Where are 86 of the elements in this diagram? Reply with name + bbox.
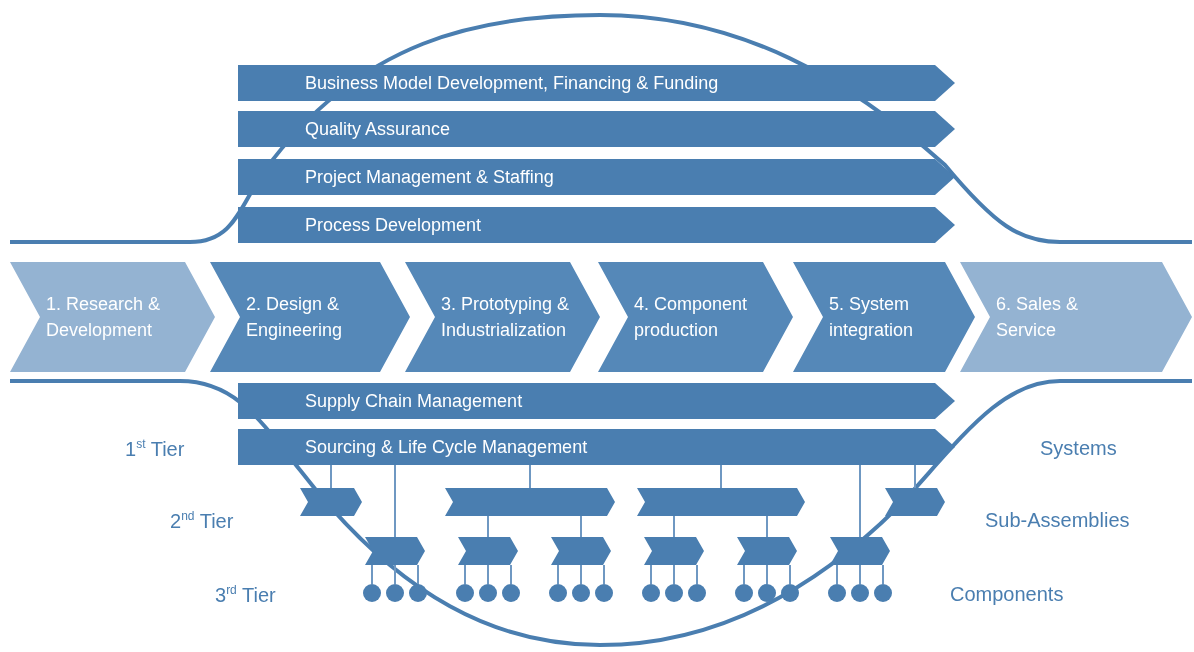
connector-line: [743, 564, 745, 585]
connector-line: [720, 464, 722, 489]
band-label: Project Management & Staffing: [305, 166, 554, 189]
component-circle: [363, 584, 381, 602]
part-block: [551, 537, 611, 565]
component-circle: [851, 584, 869, 602]
part-block: [458, 537, 518, 565]
connector-line: [914, 464, 916, 489]
part-block: [885, 488, 945, 516]
component-circle: [688, 584, 706, 602]
activity-band: [238, 429, 955, 465]
tier-label: 3$^{rd}$ Tier: [215, 583, 276, 607]
connector-line: [836, 564, 838, 585]
connector-line: [766, 564, 768, 585]
process-step: [10, 262, 215, 372]
process-step: [960, 262, 1192, 372]
process-step: [210, 262, 410, 372]
activity-band: [238, 383, 955, 419]
level-label: Sub-Assemblies: [985, 509, 1130, 532]
component-circle: [735, 584, 753, 602]
level-label: Systems: [1040, 437, 1117, 460]
connector-line: [394, 564, 396, 585]
connector-line: [696, 564, 698, 585]
connector-line: [394, 464, 396, 538]
stage-label: 6. Sales & Service: [996, 293, 1080, 342]
component-circle: [572, 584, 590, 602]
process-step: [598, 262, 793, 372]
connector-line: [882, 564, 884, 585]
process-step: [405, 262, 600, 372]
connector-line: [417, 564, 419, 585]
part-block: [445, 488, 615, 516]
connector-line: [789, 564, 791, 585]
part-block: [365, 537, 425, 565]
part-block: [737, 537, 797, 565]
component-circle: [874, 584, 892, 602]
connector-line: [580, 515, 582, 538]
part-block: [644, 537, 704, 565]
connector-line: [487, 515, 489, 538]
band-label: Sourcing & Life Cycle Management: [305, 436, 588, 459]
component-circle: [549, 584, 567, 602]
component-circle: [758, 584, 776, 602]
connector-line: [487, 564, 489, 585]
component-circle: [409, 584, 427, 602]
connector-line: [859, 564, 861, 585]
band-label: Process Development: [305, 214, 482, 237]
part-block: [637, 488, 805, 516]
component-circle: [502, 584, 520, 602]
connector-line: [766, 515, 768, 538]
connector-line: [603, 564, 605, 585]
stage-label: 3. Prototyping & Industrialization: [441, 293, 571, 342]
connector-line: [859, 464, 861, 538]
component-circle: [665, 584, 683, 602]
part-block: [300, 488, 362, 516]
band-label: Supply Chain Management: [305, 390, 523, 413]
connector-line: [673, 564, 675, 585]
component-circle: [456, 584, 474, 602]
stage-label: 4. Component production: [634, 293, 749, 342]
connector-line: [673, 515, 675, 538]
component-circle: [828, 584, 846, 602]
activity-band: [238, 207, 955, 243]
stage-label: 5. System integration: [829, 293, 915, 342]
activity-band: [238, 65, 955, 101]
tier-label: 2$^{nd}$ Tier: [170, 509, 234, 533]
band-label: Quality Assurance: [305, 118, 451, 141]
tier-label: 1$^{st}$ Tier: [125, 437, 185, 461]
band-label: Business Model Development, Financing & Funding: [305, 72, 719, 95]
connector-line: [371, 564, 373, 585]
activity-band: [238, 159, 955, 195]
stage-label: 2. Design & Engineering: [246, 293, 344, 342]
connector-line: [650, 564, 652, 585]
level-label: Components: [950, 583, 1064, 606]
component-circle: [642, 584, 660, 602]
component-circle: [595, 584, 613, 602]
component-circle: [781, 584, 799, 602]
part-block: [830, 537, 890, 565]
activity-band: [238, 111, 955, 147]
connector-line: [529, 464, 531, 489]
connector-line: [464, 564, 466, 585]
component-circle: [479, 584, 497, 602]
connector-line: [557, 564, 559, 585]
stage-label: 1. Research & Development: [46, 293, 162, 342]
component-circle: [386, 584, 404, 602]
connector-line: [580, 564, 582, 585]
connector-line: [330, 464, 332, 489]
process-step: [793, 262, 975, 372]
connector-line: [510, 564, 512, 585]
